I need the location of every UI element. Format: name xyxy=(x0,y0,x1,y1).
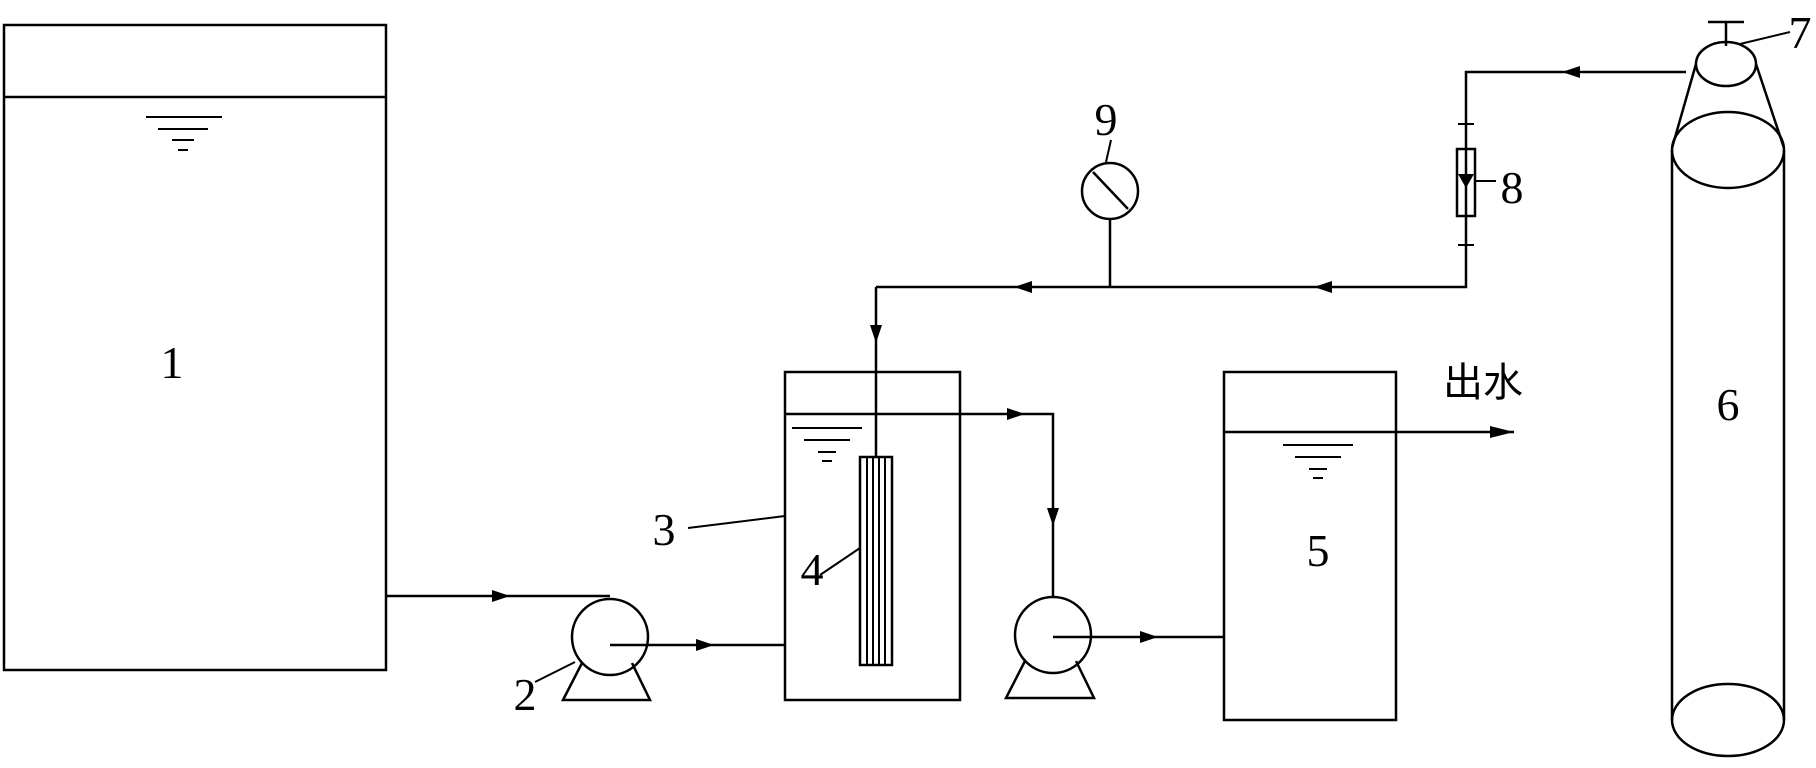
reactor-3: 3 xyxy=(653,370,962,702)
valve-7: 7 xyxy=(1708,7,1812,58)
water-level-icon xyxy=(146,116,222,151)
label-reactor-3: 3 xyxy=(653,504,676,555)
pump-secondary xyxy=(1003,595,1224,700)
pipe-tank1-to-pump2 xyxy=(386,590,610,602)
pump-2: 2 xyxy=(514,597,785,720)
label-membrane-4: 4 xyxy=(801,544,824,595)
flowmeter-8: 8 xyxy=(1455,123,1524,246)
label-cylinder-6: 6 xyxy=(1717,379,1740,430)
gas-header-pipe xyxy=(876,66,1686,293)
label-pump-2: 2 xyxy=(514,669,537,720)
flow-arrow-icon xyxy=(1314,281,1332,293)
flow-arrow-icon xyxy=(1140,631,1158,643)
flow-arrow-icon xyxy=(1562,66,1580,78)
flow-arrow-icon xyxy=(870,325,882,343)
gas-pipe-to-membrane xyxy=(870,287,882,457)
flow-arrow-icon xyxy=(1047,508,1059,526)
label-flowmeter-8: 8 xyxy=(1501,162,1524,213)
flow-arrow-icon xyxy=(1490,426,1514,438)
float-indicator-icon xyxy=(1458,174,1474,188)
flow-arrow-icon xyxy=(1007,408,1025,420)
pipe-reactor3-to-pump xyxy=(960,408,1059,597)
tank-1: 1 xyxy=(2,23,388,672)
flow-arrow-icon xyxy=(696,639,714,651)
membrane-module-4: 4 xyxy=(801,455,894,667)
outlet-pipe: 出水 xyxy=(1396,360,1523,438)
label-gauge-9: 9 xyxy=(1095,94,1118,145)
label-outlet: 出水 xyxy=(1443,360,1523,406)
gas-cylinder-6: 6 xyxy=(1670,40,1786,758)
water-level-icon xyxy=(792,427,862,462)
water-level-icon xyxy=(1283,444,1353,479)
pressure-gauge-9: 9 xyxy=(1080,94,1140,287)
tank-5: 5 xyxy=(1222,370,1398,722)
label-valve-7: 7 xyxy=(1789,7,1812,58)
flow-arrow-icon xyxy=(1014,281,1032,293)
flow-arrow-icon xyxy=(492,590,510,602)
label-tank-5: 5 xyxy=(1307,525,1330,576)
label-tank-1: 1 xyxy=(161,337,184,388)
